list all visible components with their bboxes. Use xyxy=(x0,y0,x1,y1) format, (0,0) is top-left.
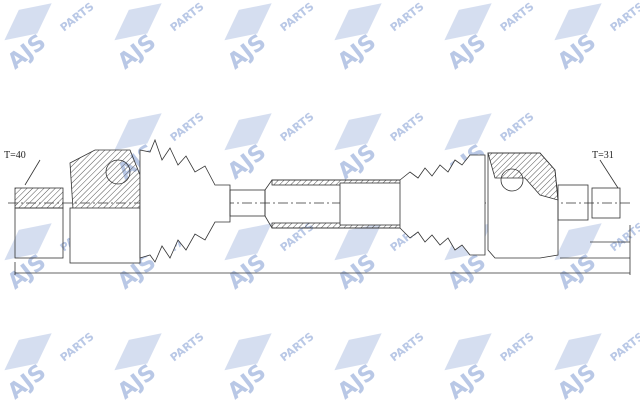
svg-text:PARTS: PARTS xyxy=(58,0,97,34)
svg-text:PARTS: PARTS xyxy=(388,330,427,364)
svg-text:PARTS: PARTS xyxy=(278,330,317,364)
right-boot xyxy=(399,154,486,256)
svg-text:PARTS: PARTS xyxy=(278,0,317,34)
svg-text:PARTS: PARTS xyxy=(498,0,537,34)
left-boot xyxy=(139,138,231,263)
shaft-outline xyxy=(8,138,632,275)
left-spline-label: T=40 xyxy=(4,150,26,161)
svg-text:PARTS: PARTS xyxy=(498,110,537,144)
right-spline-label: T=31 xyxy=(592,150,614,161)
left-cv-ball xyxy=(105,159,131,185)
svg-text:PARTS: PARTS xyxy=(168,0,207,34)
svg-text:PARTS: PARTS xyxy=(608,220,640,254)
svg-text:PARTS: PARTS xyxy=(388,0,427,34)
left-spline-stub xyxy=(14,187,64,209)
left-stub-body xyxy=(14,207,64,259)
svg-text:PARTS: PARTS xyxy=(608,330,640,364)
svg-text:PARTS: PARTS xyxy=(388,110,427,144)
right-stub-collar xyxy=(557,184,589,221)
svg-text:PARTS: PARTS xyxy=(608,0,640,34)
right-cv-ball xyxy=(500,168,524,192)
right-label-leader xyxy=(599,159,619,189)
svg-text:PARTS: PARTS xyxy=(168,110,207,144)
left-label-leader xyxy=(24,159,41,186)
svg-text:PARTS: PARTS xyxy=(58,330,97,364)
left-cv-joint-lower xyxy=(69,207,141,264)
svg-text:PARTS: PARTS xyxy=(498,330,537,364)
svg-text:PARTS: PARTS xyxy=(168,330,207,364)
tripod-bearing xyxy=(339,182,411,226)
right-spline-stub xyxy=(591,187,621,219)
right-joint-housing xyxy=(487,152,559,201)
svg-text:PARTS: PARTS xyxy=(278,110,317,144)
